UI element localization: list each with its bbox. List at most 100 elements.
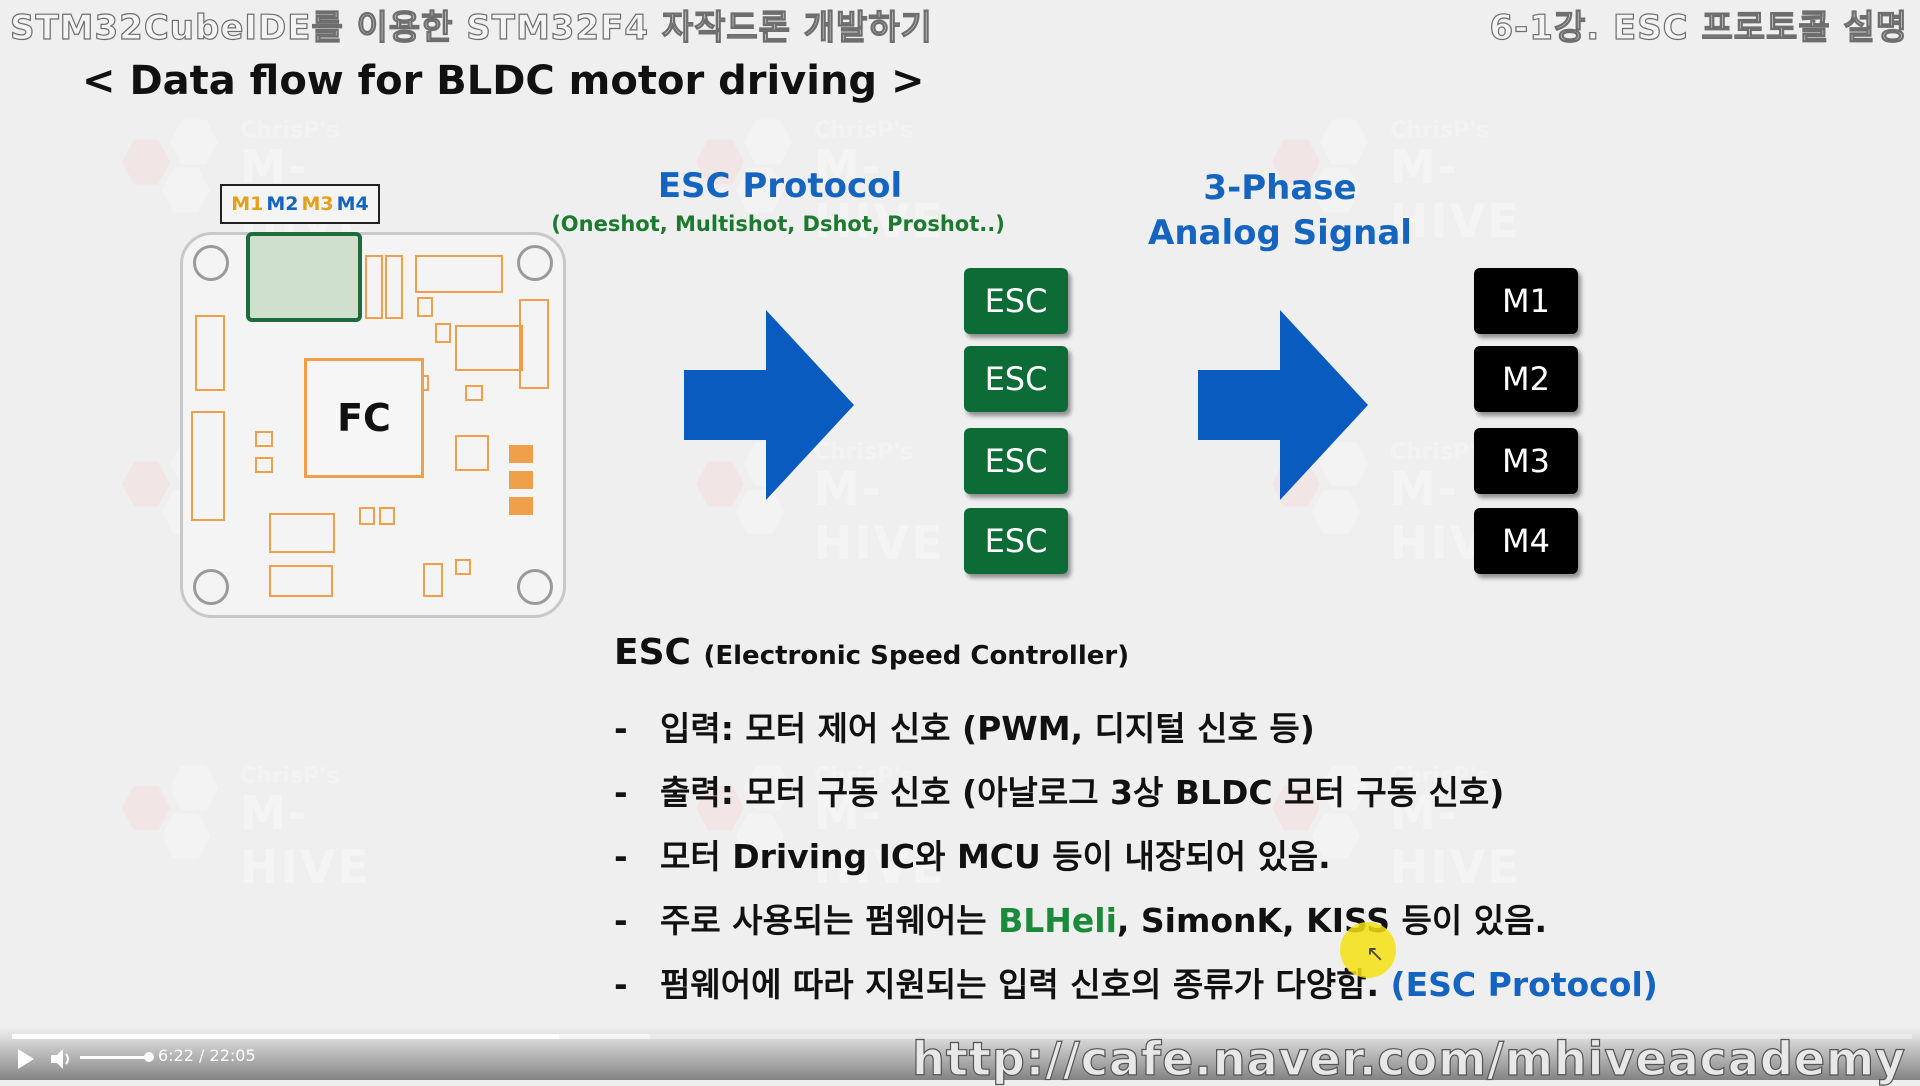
- url-watermark: http://cafe.naver.com/mhiveacademy: [912, 1031, 1906, 1086]
- motor-box: M2: [1474, 346, 1578, 412]
- component-pad: [385, 255, 403, 319]
- bullet-dash: -: [614, 901, 628, 940]
- arrow-right-icon: [1198, 310, 1368, 500]
- bullet-item: -펌웨어에 따라 지원되는 입력 신호의 종류가 다양함. (ESC Proto…: [614, 958, 1658, 1006]
- watermark-line2: M-HIVE: [1390, 786, 1521, 894]
- component-pad: [435, 323, 451, 343]
- watermark-line1: ChrisP's: [814, 440, 914, 465]
- slide-subtitle: < Data flow for BLDC motor driving >: [82, 58, 925, 104]
- bullet-item: -출력: 모터 구동 신호 (아날로그 3상 BLDC 모터 구동 신호): [614, 766, 1504, 814]
- component-pad: [519, 299, 549, 389]
- arrow-right-icon: [684, 310, 854, 500]
- motor-box: M3: [1474, 428, 1578, 494]
- watermark-line1: ChrisP's: [240, 764, 340, 789]
- seek-bar[interactable]: [12, 1034, 1912, 1039]
- watermark-line1: ChrisP's: [814, 764, 914, 789]
- bullet-dash: -: [614, 965, 628, 1004]
- mounting-hole: [517, 245, 553, 281]
- watermark-line1: ChrisP's: [240, 118, 340, 143]
- motor-box: M4: [1474, 508, 1578, 574]
- cursor-highlight: [1340, 922, 1396, 978]
- component-pad: [455, 435, 489, 471]
- component-pad: [423, 563, 443, 597]
- component-pad: [359, 507, 375, 525]
- motor-output-labels: M1 M2 M3 M4: [220, 184, 380, 224]
- watermark-line1: ChrisP's: [1390, 118, 1490, 143]
- time-display: 6:22 / 22:05: [158, 1046, 256, 1065]
- esc-box: ESC: [964, 428, 1068, 494]
- course-title: STM32CubeIDE를 이용한 STM32F4 자작드론 개발하기: [9, 7, 933, 48]
- esc-definition: ESC (Electronic Speed Controller): [614, 632, 1129, 673]
- watermark-line2: M-HIVE: [240, 786, 371, 894]
- volume-slider-knob[interactable]: [144, 1052, 154, 1062]
- motor-output-label: M2: [266, 193, 299, 215]
- watermark-line2: M-HIVE: [1390, 140, 1521, 248]
- bullet-item: -모터 Driving IC와 MCU 등이 내장되어 있음.: [614, 830, 1331, 878]
- bullet-text: 출력: 모터 구동 신호 (아날로그 3상 BLDC 모터 구동 신호): [660, 773, 1505, 812]
- duration: 22:05: [209, 1046, 256, 1065]
- component-pad: [269, 513, 335, 553]
- component-pad: [255, 431, 273, 447]
- component-pad: [509, 471, 533, 489]
- volume-icon[interactable]: [48, 1046, 74, 1072]
- bullet-item: -입력: 모터 제어 신호 (PWM, 디지털 신호 등): [614, 702, 1315, 750]
- lecture-title: 6-1강. ESC 프로토콜 설명: [1489, 7, 1908, 48]
- component-pad: [195, 315, 225, 391]
- mouse-pointer-icon: ↖: [1366, 942, 1385, 967]
- firmware-highlight: BLHeli: [998, 901, 1117, 940]
- motor-connector: [246, 232, 362, 322]
- component-pad: [417, 297, 433, 317]
- mounting-hole: [517, 569, 553, 605]
- watermark-line1: ChrisP's: [814, 118, 914, 143]
- motor-box: M1: [1474, 268, 1578, 334]
- watermark: ChrisP's M-HIVE: [1272, 118, 1532, 248]
- watermark: ChrisP's M-HIVE: [1272, 764, 1532, 894]
- component-pad: [191, 411, 225, 521]
- esc-box: ESC: [964, 268, 1068, 334]
- fc-chip: FC: [304, 358, 424, 478]
- component-pad: [379, 507, 395, 525]
- watermark-line2: M-HIVE: [814, 462, 945, 570]
- motor-output-label: M3: [301, 193, 334, 215]
- bullet-text: 주로 사용되는 펌웨어는: [660, 901, 999, 940]
- esc-protocol-title: ESC Protocol: [657, 166, 903, 206]
- mounting-hole: [193, 245, 229, 281]
- component-pad: [269, 565, 333, 597]
- esc-protocol-list: (Oneshot, Multishot, Dshot, Proshot..): [551, 212, 1005, 236]
- component-pad: [455, 325, 523, 371]
- component-pad: [255, 457, 273, 473]
- mounting-hole: [193, 569, 229, 605]
- component-pad: [465, 385, 483, 401]
- component-pad: [509, 497, 533, 515]
- esc-term: ESC: [614, 632, 691, 673]
- bullet-text: 펌웨어에 따라 지원되는 입력 신호의 종류가 다양함.: [660, 965, 1391, 1004]
- volume-slider[interactable]: [80, 1056, 150, 1059]
- watermark-line2: M-HIVE: [814, 786, 945, 894]
- bullet-text: 입력: 모터 제어 신호 (PWM, 디지털 신호 등): [660, 709, 1315, 748]
- phase-signal-line1: 3-Phase: [1203, 168, 1357, 208]
- esc-box: ESC: [964, 508, 1068, 574]
- component-pad: [509, 445, 533, 463]
- protocol-highlight: (ESC Protocol): [1390, 965, 1658, 1004]
- esc-box: ESC: [964, 346, 1068, 412]
- current-time: 6:22: [158, 1046, 194, 1065]
- bullet-text: , SimonK, KISS 등이 있음.: [1116, 901, 1547, 940]
- bullet-dash: -: [614, 837, 628, 876]
- phase-signal-line2: Analog Signal: [1148, 213, 1412, 253]
- time-separator: /: [199, 1046, 205, 1065]
- watermark: ChrisP's M-HIVE: [696, 118, 956, 248]
- component-pad: [455, 559, 471, 575]
- play-icon[interactable]: [12, 1046, 38, 1072]
- watermark-line2: M-HIVE: [814, 140, 945, 248]
- bullet-dash: -: [614, 773, 628, 812]
- seek-bar-played: [12, 1034, 559, 1039]
- bullet-item: -주로 사용되는 펌웨어는 BLHeli, SimonK, KISS 등이 있음…: [614, 894, 1547, 942]
- watermark-line1: ChrisP's: [1390, 764, 1490, 789]
- component-pad: [415, 255, 503, 293]
- motor-output-label: M4: [336, 193, 369, 215]
- phase-signal-label: 3-Phase Analog Signal: [1120, 166, 1440, 256]
- watermark: ChrisP's M-HIVE: [696, 764, 956, 894]
- esc-expansion: (Electronic Speed Controller): [703, 641, 1130, 671]
- bullet-dash: -: [614, 709, 628, 748]
